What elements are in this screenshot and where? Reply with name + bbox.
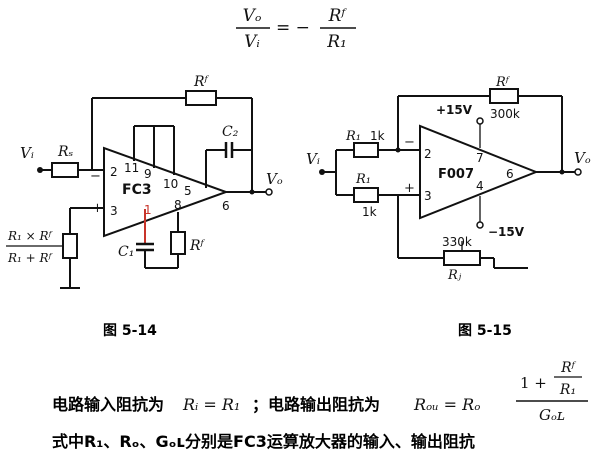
bottom-text: 电路输入阻抗为 Rᵢ = R₁ ；电路输出阻抗为 Rₒᵤ = Rₒ 1 + Rᶠ… xyxy=(52,360,588,451)
fig15-plus-sign: + xyxy=(404,181,415,196)
fig15-r1-resistor xyxy=(353,142,379,158)
formula-equals-minus: = − xyxy=(276,18,310,38)
text-line1-b: ；电路输出阻抗为 xyxy=(252,395,380,414)
fig14-caption: 图 5-14 xyxy=(103,323,157,339)
fig14-pin-2: 2 xyxy=(110,165,118,179)
formula-rhs-numerator: Rᶠ xyxy=(328,6,348,26)
fig15-caption: 图 5-15 xyxy=(458,323,512,339)
fig15-pot-resistor xyxy=(443,250,481,266)
fig14-pin-8: 8 xyxy=(174,198,182,212)
fig15-pot-value: 330k xyxy=(442,235,472,249)
frac-r1: R₁ xyxy=(559,382,576,398)
fig14-pin-5: 5 xyxy=(184,184,192,198)
formula-rhs-denominator: R₁ xyxy=(326,32,347,52)
fig14-minus-sign: − xyxy=(90,169,101,184)
fig15-r1-value: 1k xyxy=(370,129,385,143)
fig15-rf-label: Rᶠ xyxy=(495,75,511,90)
fig15-chip-label: F007 xyxy=(438,167,474,182)
text-line1-ro: Rₒᵤ = Rₒ xyxy=(413,395,480,414)
frac-rf: Rᶠ xyxy=(560,360,577,376)
fig14-bias-denominator: R₁ + Rᶠ xyxy=(7,251,53,265)
fig15-vout-label: Vₒ xyxy=(574,149,591,167)
fig14-rs-label: Rₛ xyxy=(57,144,74,160)
fig14-c2-label: C₂ xyxy=(222,124,239,140)
fig15-r1b-value: 1k xyxy=(362,205,377,219)
fig15-pin-2: 2 xyxy=(424,147,432,161)
fig14-pin-11: 11 xyxy=(124,161,139,175)
fig15-pin-7: 7 xyxy=(476,151,484,165)
fig15-vout-terminal xyxy=(574,168,582,176)
fig15-opamp xyxy=(419,124,539,220)
fig15-pin-3: 3 xyxy=(424,189,432,203)
frac-one-plus: 1 + xyxy=(520,374,547,392)
fig14-chip-label: FC3 xyxy=(122,182,152,198)
figure-5-14: Vᵢ Rₛ Rᶠ C₂ FC3 2 11 9 10 5 3 1 8 6 xyxy=(6,74,283,339)
fig14-pin-6: 6 xyxy=(222,199,230,213)
fig14-vin-label: Vᵢ xyxy=(20,144,34,162)
fig14-bias-numerator: R₁ × Rᶠ xyxy=(7,229,53,243)
top-formula: Vₒ Vᵢ = − Rᶠ R₁ xyxy=(236,6,356,52)
fig15-pin-4: 4 xyxy=(476,179,484,193)
fig15-vpos-terminal xyxy=(476,117,484,125)
fig14-bias-resistor xyxy=(62,233,78,259)
fig14-pin-9: 9 xyxy=(144,167,152,181)
fig15-rf-value: 300k xyxy=(490,107,520,121)
fig15-vin-label: Vᵢ xyxy=(306,150,320,168)
formula-lhs-numerator: Vₒ xyxy=(243,6,262,26)
text-line1-a: 电路输入阻抗为 xyxy=(52,395,164,414)
fig14-vout-terminal xyxy=(265,188,273,196)
fig14-rs-resistor xyxy=(51,162,79,178)
frac-gol: Gₒʟ xyxy=(539,406,565,424)
fig14-c1-label: C₁ xyxy=(118,244,134,260)
fig15-r1b-label: R₁ xyxy=(355,172,371,187)
text-line1-ri: Rᵢ = R₁ xyxy=(182,395,240,414)
fig14-rf-resistor xyxy=(185,90,217,106)
fig15-rf-resistor xyxy=(489,88,519,104)
fig15-vneg-label: −15V xyxy=(488,225,525,239)
text-line2: 式中R₁、Rₒ、Gₒʟ分别是FC3运算放大器的输入、输出阻抗 xyxy=(52,432,475,451)
fig14-opamp xyxy=(103,146,229,238)
fig15-pin-6: 6 xyxy=(506,167,514,181)
fig15-vpos-label: +15V xyxy=(436,103,473,117)
fig14-pin-3: 3 xyxy=(110,204,118,218)
fig14-rf-label: Rᶠ xyxy=(193,74,210,90)
fig14-rf-small-label: Rᶠ xyxy=(189,238,206,254)
fig15-vneg-terminal xyxy=(476,221,484,229)
fig15-minus-sign: − xyxy=(404,135,415,150)
fig14-pin-10: 10 xyxy=(163,177,178,191)
fig14-rf-small-resistor xyxy=(170,231,186,255)
formula-lhs-denominator: Vᵢ xyxy=(244,32,260,52)
fig14-vout-label: Vₒ xyxy=(266,170,283,188)
fig15-pot-label: Rⱼ xyxy=(447,268,462,283)
fig15-r1b-resistor xyxy=(353,187,379,203)
fig15-r1-label: R₁ xyxy=(345,129,361,144)
fig14-pin-1: 1 xyxy=(144,203,152,217)
figure-5-15: Vᵢ R₁ 1k R₁ 1k Rᶠ F007 − + 2 3 7 4 6 xyxy=(306,75,591,339)
